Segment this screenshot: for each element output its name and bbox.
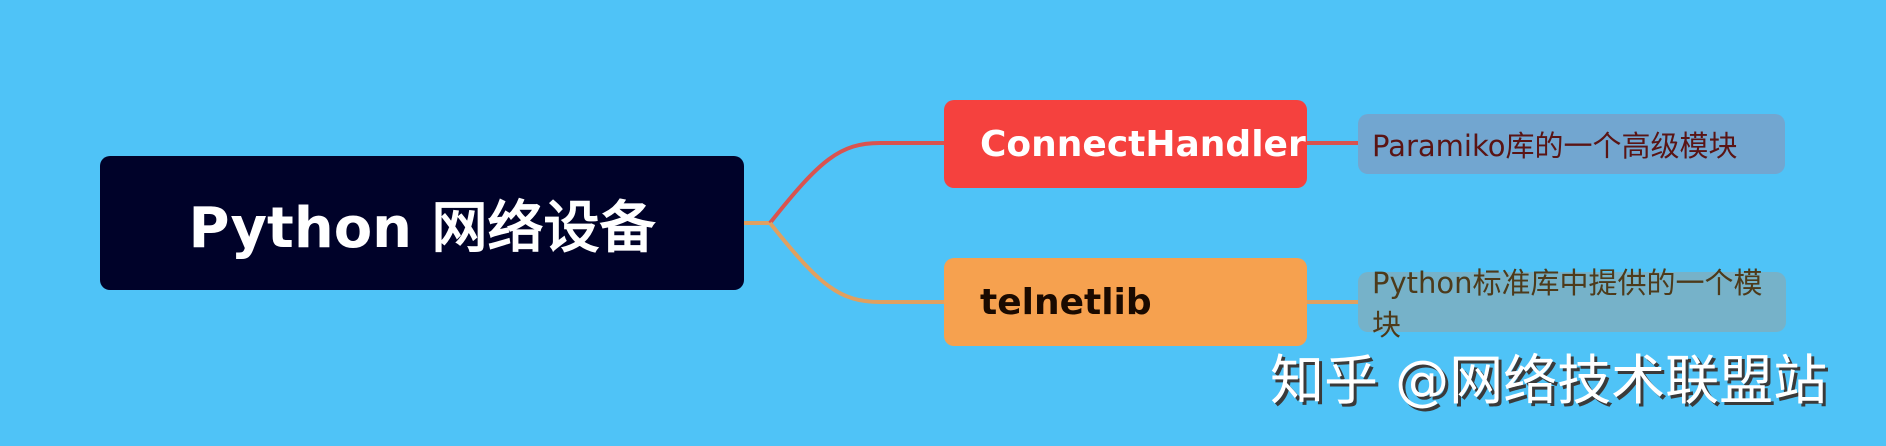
root-topic-label: Python 网络设备 (188, 195, 656, 261)
connector-root-to-branch-1 (768, 141, 944, 225)
leaf-note-label: Python标准库中提供的一个模块 (1372, 266, 1763, 342)
leaf-note-connecthandler[interactable]: Paramiko库的一个高级模块 (1358, 114, 1785, 174)
branch-topic-label: telnetlib (980, 281, 1152, 323)
watermark: 知乎 @网络技术联盟站 (1270, 349, 1828, 412)
leaf-note-label: Paramiko库的一个高级模块 (1372, 129, 1738, 163)
leaf-note-telnetlib[interactable]: Python标准库中提供的一个模块 (1358, 266, 1786, 342)
root-topic[interactable]: Python 网络设备 (100, 156, 744, 290)
connector-root-to-branch-2 (768, 221, 944, 304)
branch-topic-label: ConnectHandler (980, 123, 1306, 165)
branch-topic-telnetlib[interactable]: telnetlib (944, 258, 1307, 346)
branch-topic-connecthandler[interactable]: ConnectHandler (944, 100, 1307, 188)
